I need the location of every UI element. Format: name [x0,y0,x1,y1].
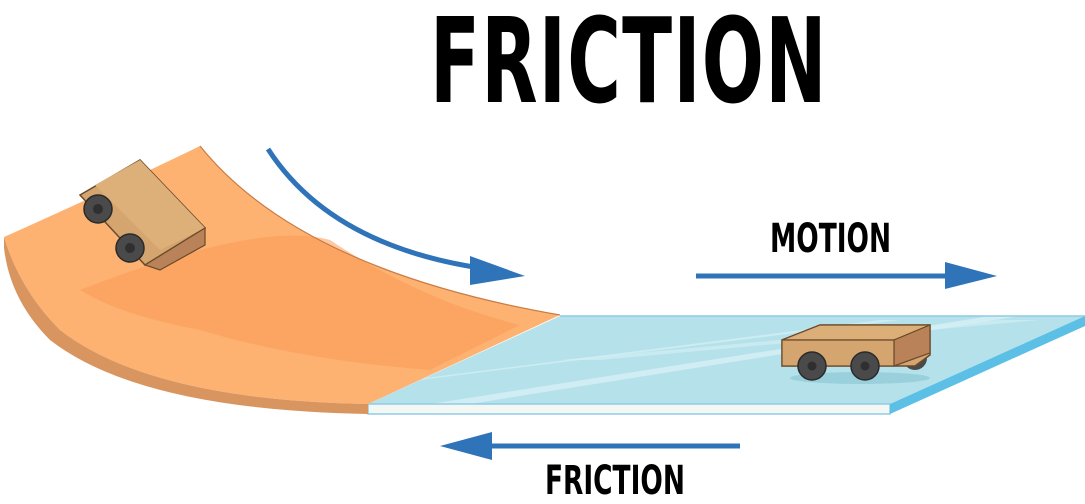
motion-label: MOTION [770,216,892,262]
motion-arrow-icon [696,262,997,289]
car-on-ice [781,324,931,384]
car-on-ramp [78,159,207,271]
curved-arrow-icon [265,147,525,285]
friction-label: FRICTION [545,458,685,504]
title-text: FRICTION [430,0,828,130]
friction-arrow-icon [440,432,740,460]
